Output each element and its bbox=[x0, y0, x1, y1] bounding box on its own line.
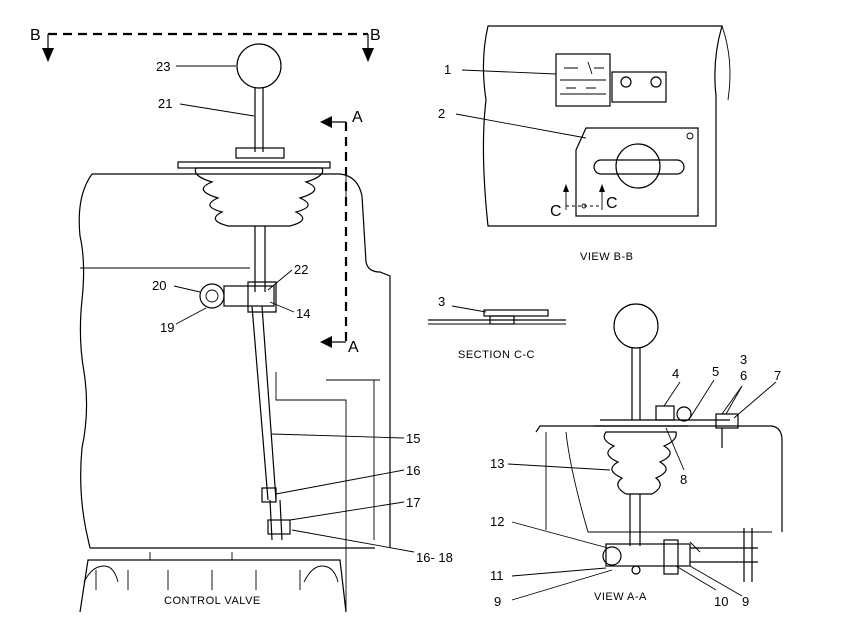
left-view: B B A A bbox=[30, 27, 453, 613]
callout-9-left: 9 bbox=[494, 594, 501, 609]
callout-8: 8 bbox=[680, 472, 687, 487]
callout-1: 1 bbox=[444, 62, 451, 77]
pivot-housing-aa bbox=[605, 543, 691, 567]
callout-6: 6 bbox=[740, 368, 747, 383]
section-marker-c-left: C bbox=[550, 203, 562, 220]
control-valve bbox=[79, 552, 347, 613]
section-marker-a-bottom: A bbox=[348, 339, 359, 356]
callout-13: 13 bbox=[490, 456, 504, 471]
callout-22: 22 bbox=[294, 262, 308, 277]
dust-boot-aa bbox=[603, 431, 677, 495]
caption-control-valve: CONTROL VALVE bbox=[164, 595, 261, 607]
lever-knob bbox=[236, 43, 282, 89]
view-aa: 4 5 3 6 7 8 13 12 11 9 10 9 VIEW A-A bbox=[490, 303, 783, 609]
callout-7: 7 bbox=[774, 368, 781, 383]
shift-lever bbox=[177, 43, 331, 292]
callout-3-section: 3 bbox=[438, 294, 445, 309]
instruction-decal bbox=[555, 53, 611, 107]
pivot-ball bbox=[199, 283, 225, 309]
callout-11: 11 bbox=[490, 568, 504, 583]
callout-16-18: 16- 18 bbox=[416, 550, 453, 565]
section-marker-b-right: B bbox=[370, 27, 381, 44]
callout-10: 10 bbox=[714, 594, 728, 609]
section-line-aa: A A bbox=[320, 109, 363, 356]
callout-17: 17 bbox=[406, 495, 420, 510]
callout-12: 12 bbox=[490, 514, 504, 529]
caption-section-cc: SECTION C-C bbox=[458, 349, 535, 361]
pivot-linkage bbox=[199, 281, 291, 541]
callout-3: 3 bbox=[740, 352, 747, 367]
dust-boot bbox=[194, 167, 324, 227]
callout-23: 23 bbox=[156, 59, 170, 74]
section-marker-c-right: C bbox=[606, 195, 618, 212]
callout-21: 21 bbox=[158, 96, 172, 111]
cab-panel bbox=[78, 173, 391, 612]
view-bb: 1 2 C C VIEW B-B bbox=[438, 25, 731, 263]
callout-5: 5 bbox=[712, 364, 719, 379]
callout-2: 2 bbox=[438, 106, 445, 121]
callout-19: 19 bbox=[160, 320, 174, 335]
callout-4: 4 bbox=[672, 366, 679, 381]
lever-knob-aa bbox=[613, 303, 659, 349]
mounting-plate bbox=[177, 161, 331, 169]
section-line-bb: B B bbox=[30, 27, 381, 62]
callout-20: 20 bbox=[152, 278, 166, 293]
callout-14: 14 bbox=[296, 306, 310, 321]
shift-gate-plate bbox=[575, 127, 699, 217]
callout-9-right: 9 bbox=[742, 594, 749, 609]
callout-15: 15 bbox=[406, 431, 420, 446]
control-rod bbox=[251, 305, 277, 501]
caption-view-aa: VIEW A-A bbox=[594, 591, 647, 603]
callout-16: 16 bbox=[406, 463, 420, 478]
section-marker-a-top: A bbox=[352, 109, 363, 126]
caption-view-bb: VIEW B-B bbox=[580, 251, 634, 263]
section-cc: 3 SECTION C-C bbox=[428, 294, 566, 361]
section-marker-b-left: B bbox=[30, 27, 41, 44]
